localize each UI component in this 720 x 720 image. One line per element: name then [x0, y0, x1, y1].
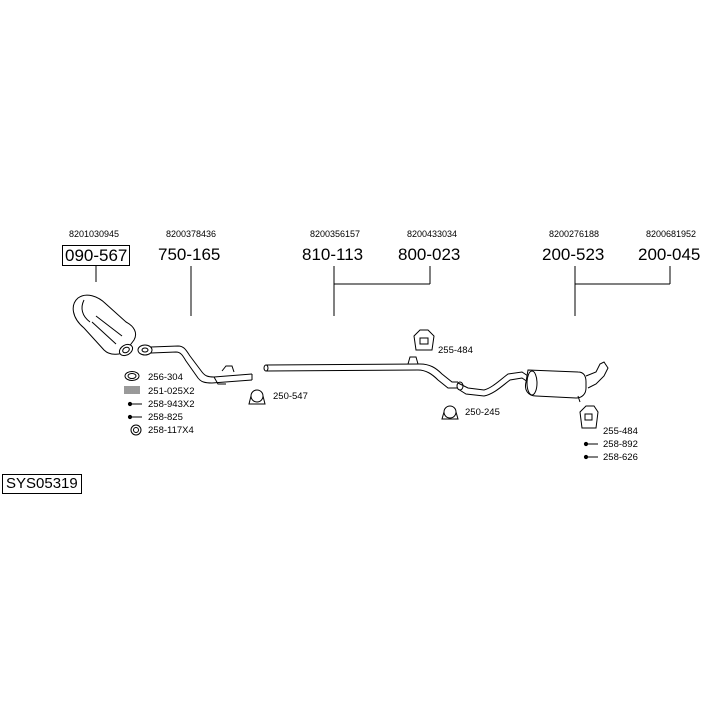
accessory-label[interactable]: 250-245: [465, 407, 500, 418]
rear-silencer-part: [456, 361, 609, 403]
front-pipe-part: [137, 344, 253, 385]
oe-number: 8200356157: [310, 229, 361, 239]
accessory-label[interactable]: 251-025X2: [148, 386, 195, 397]
clamp-icon: [441, 405, 459, 420]
middle-pipe-part: [263, 356, 458, 389]
part-number-rear-silencer-alt[interactable]: 200-045: [638, 245, 701, 264]
part-number-front-pipe[interactable]: 750-165: [158, 245, 221, 264]
accessory-label[interactable]: 258-117X4: [148, 425, 194, 436]
bolt-icon: [127, 414, 142, 420]
bolt-icon: [127, 401, 142, 407]
part-number-middle-pipe[interactable]: 810-113: [302, 245, 364, 264]
oe-number: 8200681952: [646, 229, 697, 239]
system-code: SYS05319: [2, 474, 82, 494]
oe-number: 8200378436: [166, 229, 217, 239]
gasket-icon: [124, 371, 140, 381]
accessory-label[interactable]: 256-304: [148, 372, 183, 383]
oe-number: 8200433034: [407, 229, 458, 239]
part-number-catalyst[interactable]: 090-567: [62, 245, 131, 266]
accessory-label[interactable]: 258-943X2: [148, 399, 195, 410]
accessory-label[interactable]: 255-484: [438, 345, 473, 356]
clamp-icon: [248, 389, 266, 405]
bolt-icon: [583, 454, 598, 460]
catalyst-part: [72, 294, 137, 357]
bolt-icon: [583, 441, 598, 447]
spring-icon: [124, 386, 140, 394]
accessory-label[interactable]: 258-825: [148, 412, 183, 423]
oe-number: 8201030945: [69, 229, 120, 239]
accessory-label[interactable]: 255-484: [603, 426, 638, 437]
oe-number: 8200276188: [549, 229, 600, 239]
part-number-rear-silencer[interactable]: 200-523: [542, 245, 605, 264]
hanger-icon: [579, 405, 599, 429]
part-number-middle-pipe-alt[interactable]: 800-023: [398, 245, 461, 264]
accessory-label[interactable]: 258-626: [603, 452, 638, 463]
hanger-icon: [413, 329, 435, 351]
accessory-label[interactable]: 258-892: [603, 439, 638, 450]
nut-icon: [130, 424, 142, 436]
accessory-label[interactable]: 250-547: [273, 391, 308, 402]
